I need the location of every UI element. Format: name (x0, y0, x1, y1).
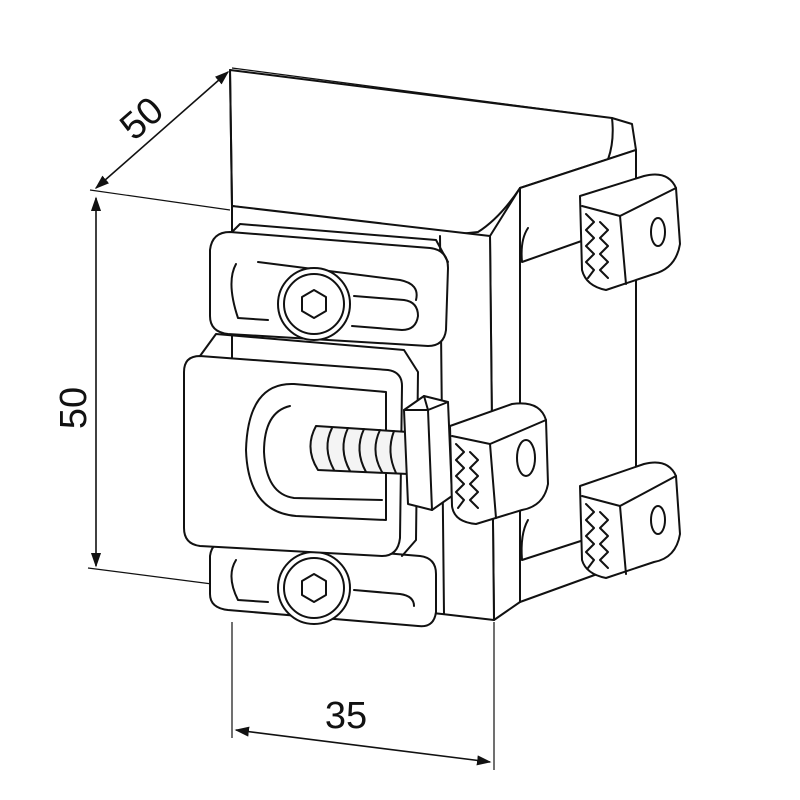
t-nut-lower-teeth (585, 503, 595, 569)
lower-screw-rim (283, 557, 345, 619)
side-slot-upper (520, 227, 591, 263)
depth-extension-line-lower (89, 189, 231, 211)
height-extension-line-lower (87, 567, 213, 585)
bracket-top-plate (229, 69, 637, 237)
t-nut-center-hole (516, 439, 536, 477)
u-slot-block-face (183, 355, 403, 557)
u-slot-block-top-edge (199, 333, 419, 557)
height-dimension: 50 (53, 196, 213, 585)
upper-screw-head (277, 267, 351, 341)
t-nut-center-teeth (455, 443, 465, 509)
depth-value: 50 (112, 89, 171, 148)
upper-clamp-top-edge (231, 223, 449, 263)
t-nut-center (449, 402, 549, 525)
t-nut-lower-hole (650, 505, 666, 535)
u-slot-opening (245, 382, 387, 521)
u-slot-block (183, 333, 419, 557)
thread-3 (358, 428, 367, 473)
t-nut-upper-teeth (585, 213, 595, 279)
hex-socket-icon (301, 289, 327, 319)
t-nut-lower (579, 461, 681, 579)
bracket-top-edge (229, 69, 233, 207)
t-nut-center-face-edge (489, 443, 497, 519)
depth-dimension-line (94, 71, 230, 189)
t-nut-lower-teeth-inner (599, 511, 609, 569)
upper-clamp-block (209, 223, 449, 347)
lower-screw-head (277, 551, 351, 625)
lower-slot-left (230, 559, 269, 603)
thread-1 (326, 427, 335, 471)
height-value: 50 (53, 387, 95, 429)
t-nut-upper-hole (650, 217, 666, 247)
thread-2 (342, 427, 351, 472)
hex-nut (403, 395, 453, 511)
upper-slot-top (257, 261, 418, 301)
t-nut-upper-body (579, 173, 681, 291)
u-slot-inner-rim (263, 405, 383, 501)
t-nut-upper-face-edge (619, 215, 627, 285)
upper-screw-rim (283, 273, 345, 335)
hex-socket-icon (301, 573, 327, 603)
thread-5 (389, 430, 397, 474)
threaded-rod (309, 425, 409, 475)
t-nut-upper (579, 173, 681, 291)
thread-4 (374, 429, 383, 473)
t-nut-center-teeth-inner (469, 451, 479, 509)
width-dimension: 35 (231, 622, 495, 770)
t-nut-lower-face-edge (619, 505, 627, 575)
upper-slot-right (351, 295, 419, 331)
side-slot-lower (520, 519, 591, 561)
t-nut-upper-teeth-inner (599, 221, 609, 279)
t-nut-center-body (449, 402, 549, 525)
lower-slot-right (353, 589, 415, 607)
lower-clamp-block (209, 539, 437, 628)
hex-nut-top (403, 401, 449, 411)
upper-slot-left (230, 263, 269, 321)
width-value: 35 (325, 695, 367, 737)
width-dimension-line (234, 726, 492, 766)
